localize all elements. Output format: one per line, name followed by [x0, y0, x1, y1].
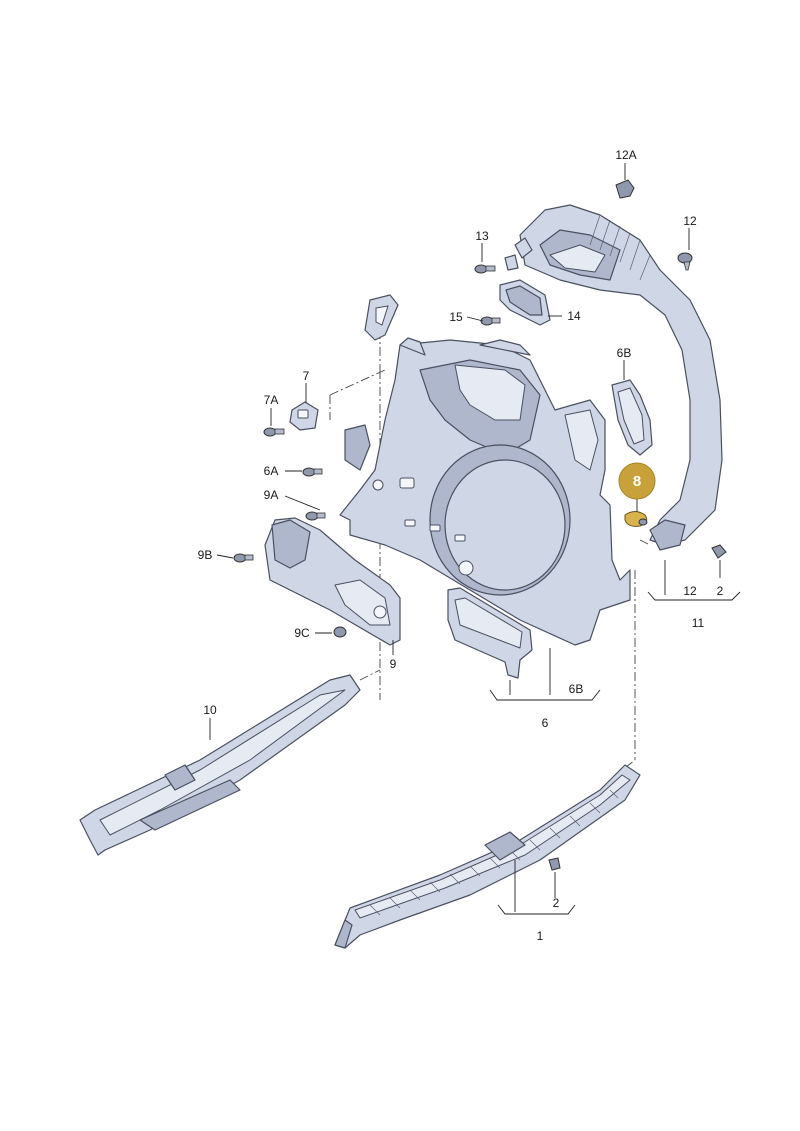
clip-9c-icon [333, 626, 347, 638]
callout-labels: 12A 13 12 15 14 6B 7 7A 6A 9A 9B 9C 9 12… [198, 148, 724, 943]
screw-15-icon [480, 316, 501, 326]
screw-13-icon [474, 264, 496, 274]
screw-6a-icon [302, 467, 323, 477]
label-7[interactable]: 7 [303, 369, 310, 383]
cover-6b-part [611, 379, 653, 456]
highlight-badge-8[interactable]: 8 [618, 462, 656, 500]
label-1[interactable]: 1 [537, 929, 544, 943]
clip-8-icon [624, 511, 648, 527]
d-pillar-trim [504, 204, 723, 551]
label-6b-top[interactable]: 6B [617, 346, 632, 360]
loading-sill-1-part [334, 764, 641, 949]
label-13[interactable]: 13 [475, 229, 489, 243]
fasteners [233, 179, 727, 871]
clip-2-bottom-icon [548, 857, 561, 871]
label-2-mid[interactable]: 2 [717, 584, 724, 598]
handle-14-part [499, 279, 551, 326]
label-12-top[interactable]: 12 [683, 214, 697, 228]
label-9b[interactable]: 9B [198, 548, 213, 562]
lower-strip-9-part [264, 517, 401, 646]
group-brackets [489, 591, 741, 915]
label-2-bottom[interactable]: 2 [553, 896, 560, 910]
lower-panel-6-part [447, 587, 533, 679]
label-9c[interactable]: 9C [294, 626, 310, 640]
sill-trim-10-part [79, 674, 361, 856]
clip-2-mid-icon [711, 544, 727, 559]
screw-9a-icon [305, 511, 326, 521]
label-12a[interactable]: 12A [615, 148, 636, 162]
label-14[interactable]: 14 [567, 309, 581, 323]
side-trim-panel [339, 337, 631, 646]
label-6a[interactable]: 6A [264, 464, 279, 478]
screw-7a-icon [263, 427, 285, 437]
bracket-7-part [289, 401, 319, 431]
label-9a[interactable]: 9A [264, 488, 279, 502]
label-9[interactable]: 9 [390, 657, 397, 671]
label-6b-bottom[interactable]: 6B [569, 682, 584, 696]
label-10[interactable]: 10 [203, 703, 217, 717]
leader-lines [209, 163, 721, 912]
label-6[interactable]: 6 [542, 716, 549, 730]
label-7a[interactable]: 7A [264, 393, 279, 407]
clip-12-top-icon [677, 252, 693, 271]
triangle-clip-part [364, 294, 399, 341]
screw-9b-icon [233, 553, 254, 563]
label-11[interactable]: 11 [692, 616, 705, 630]
label-8: 8 [633, 473, 641, 490]
label-15[interactable]: 15 [449, 310, 463, 324]
label-12-mid[interactable]: 12 [683, 584, 697, 598]
clip-12a-icon [615, 179, 635, 199]
